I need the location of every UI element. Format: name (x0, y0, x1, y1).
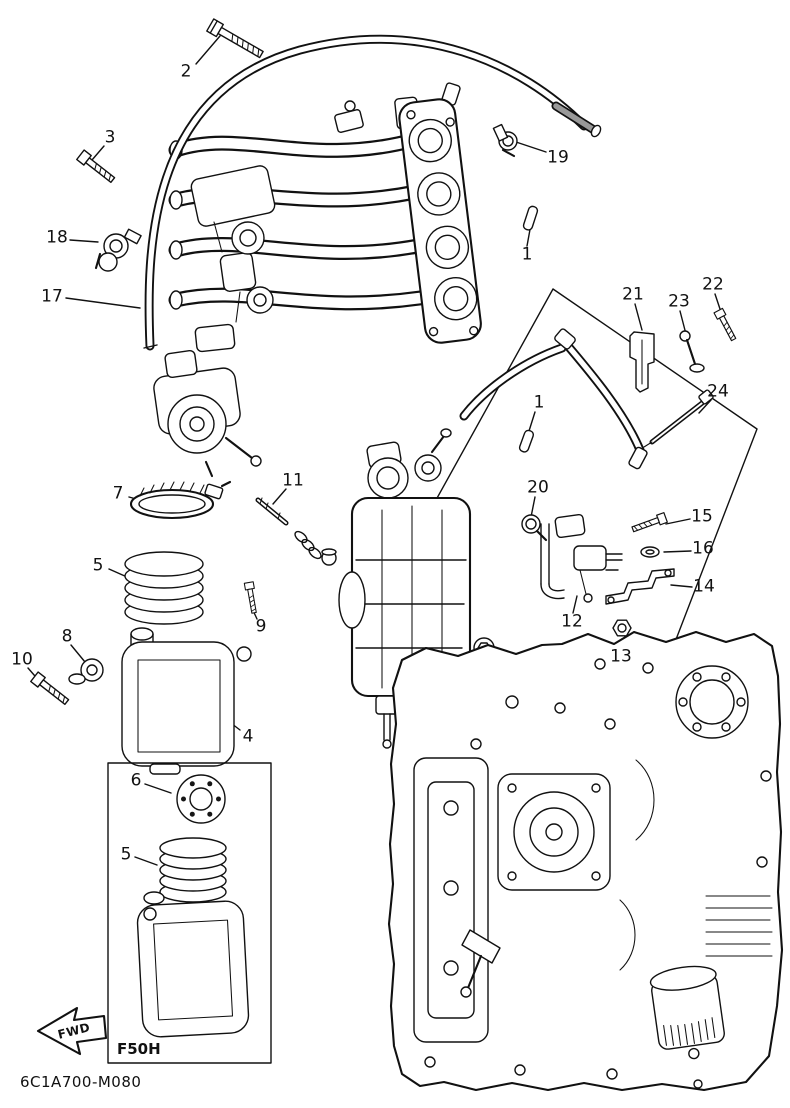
detail-box-f50h (107, 762, 272, 1064)
manifold-flange (398, 98, 482, 344)
bolt-2 (206, 18, 266, 62)
cable-tie-24 (643, 389, 714, 448)
bolt-10 (30, 671, 72, 708)
breather-hose (143, 34, 589, 351)
screw-23 (679, 330, 705, 373)
bolt-22 (713, 307, 739, 343)
throttle-body (153, 349, 262, 478)
bolt-15 (630, 512, 668, 535)
pin-1-lower (518, 429, 535, 453)
bolt-9 (243, 581, 260, 615)
washer-16 (640, 546, 660, 558)
pin-1-upper (522, 205, 539, 231)
stud-11 (255, 497, 337, 566)
pipe-joint-12 (540, 513, 623, 603)
fwd-arrow (36, 1006, 108, 1056)
hose-clamp-19 (492, 123, 518, 158)
detail-variant-label: F50H (117, 1040, 161, 1058)
intake-duct-5-upper (124, 551, 204, 625)
pipe-clamp-20 (521, 514, 548, 542)
hose-clamp-18 (94, 228, 142, 272)
cylinder-block (387, 630, 784, 1092)
hose-clamp-7 (129, 480, 232, 520)
fuel-pipe-fitting (551, 101, 602, 138)
grommet-8 (68, 658, 104, 685)
bracket-14 (605, 568, 675, 605)
bracket-21 (629, 331, 655, 393)
diagram-code: 6C1A700-M080 (20, 1073, 142, 1091)
fuel-hoses (459, 328, 648, 470)
intake-silencer-4 (121, 627, 252, 775)
nut-13 (612, 619, 632, 637)
